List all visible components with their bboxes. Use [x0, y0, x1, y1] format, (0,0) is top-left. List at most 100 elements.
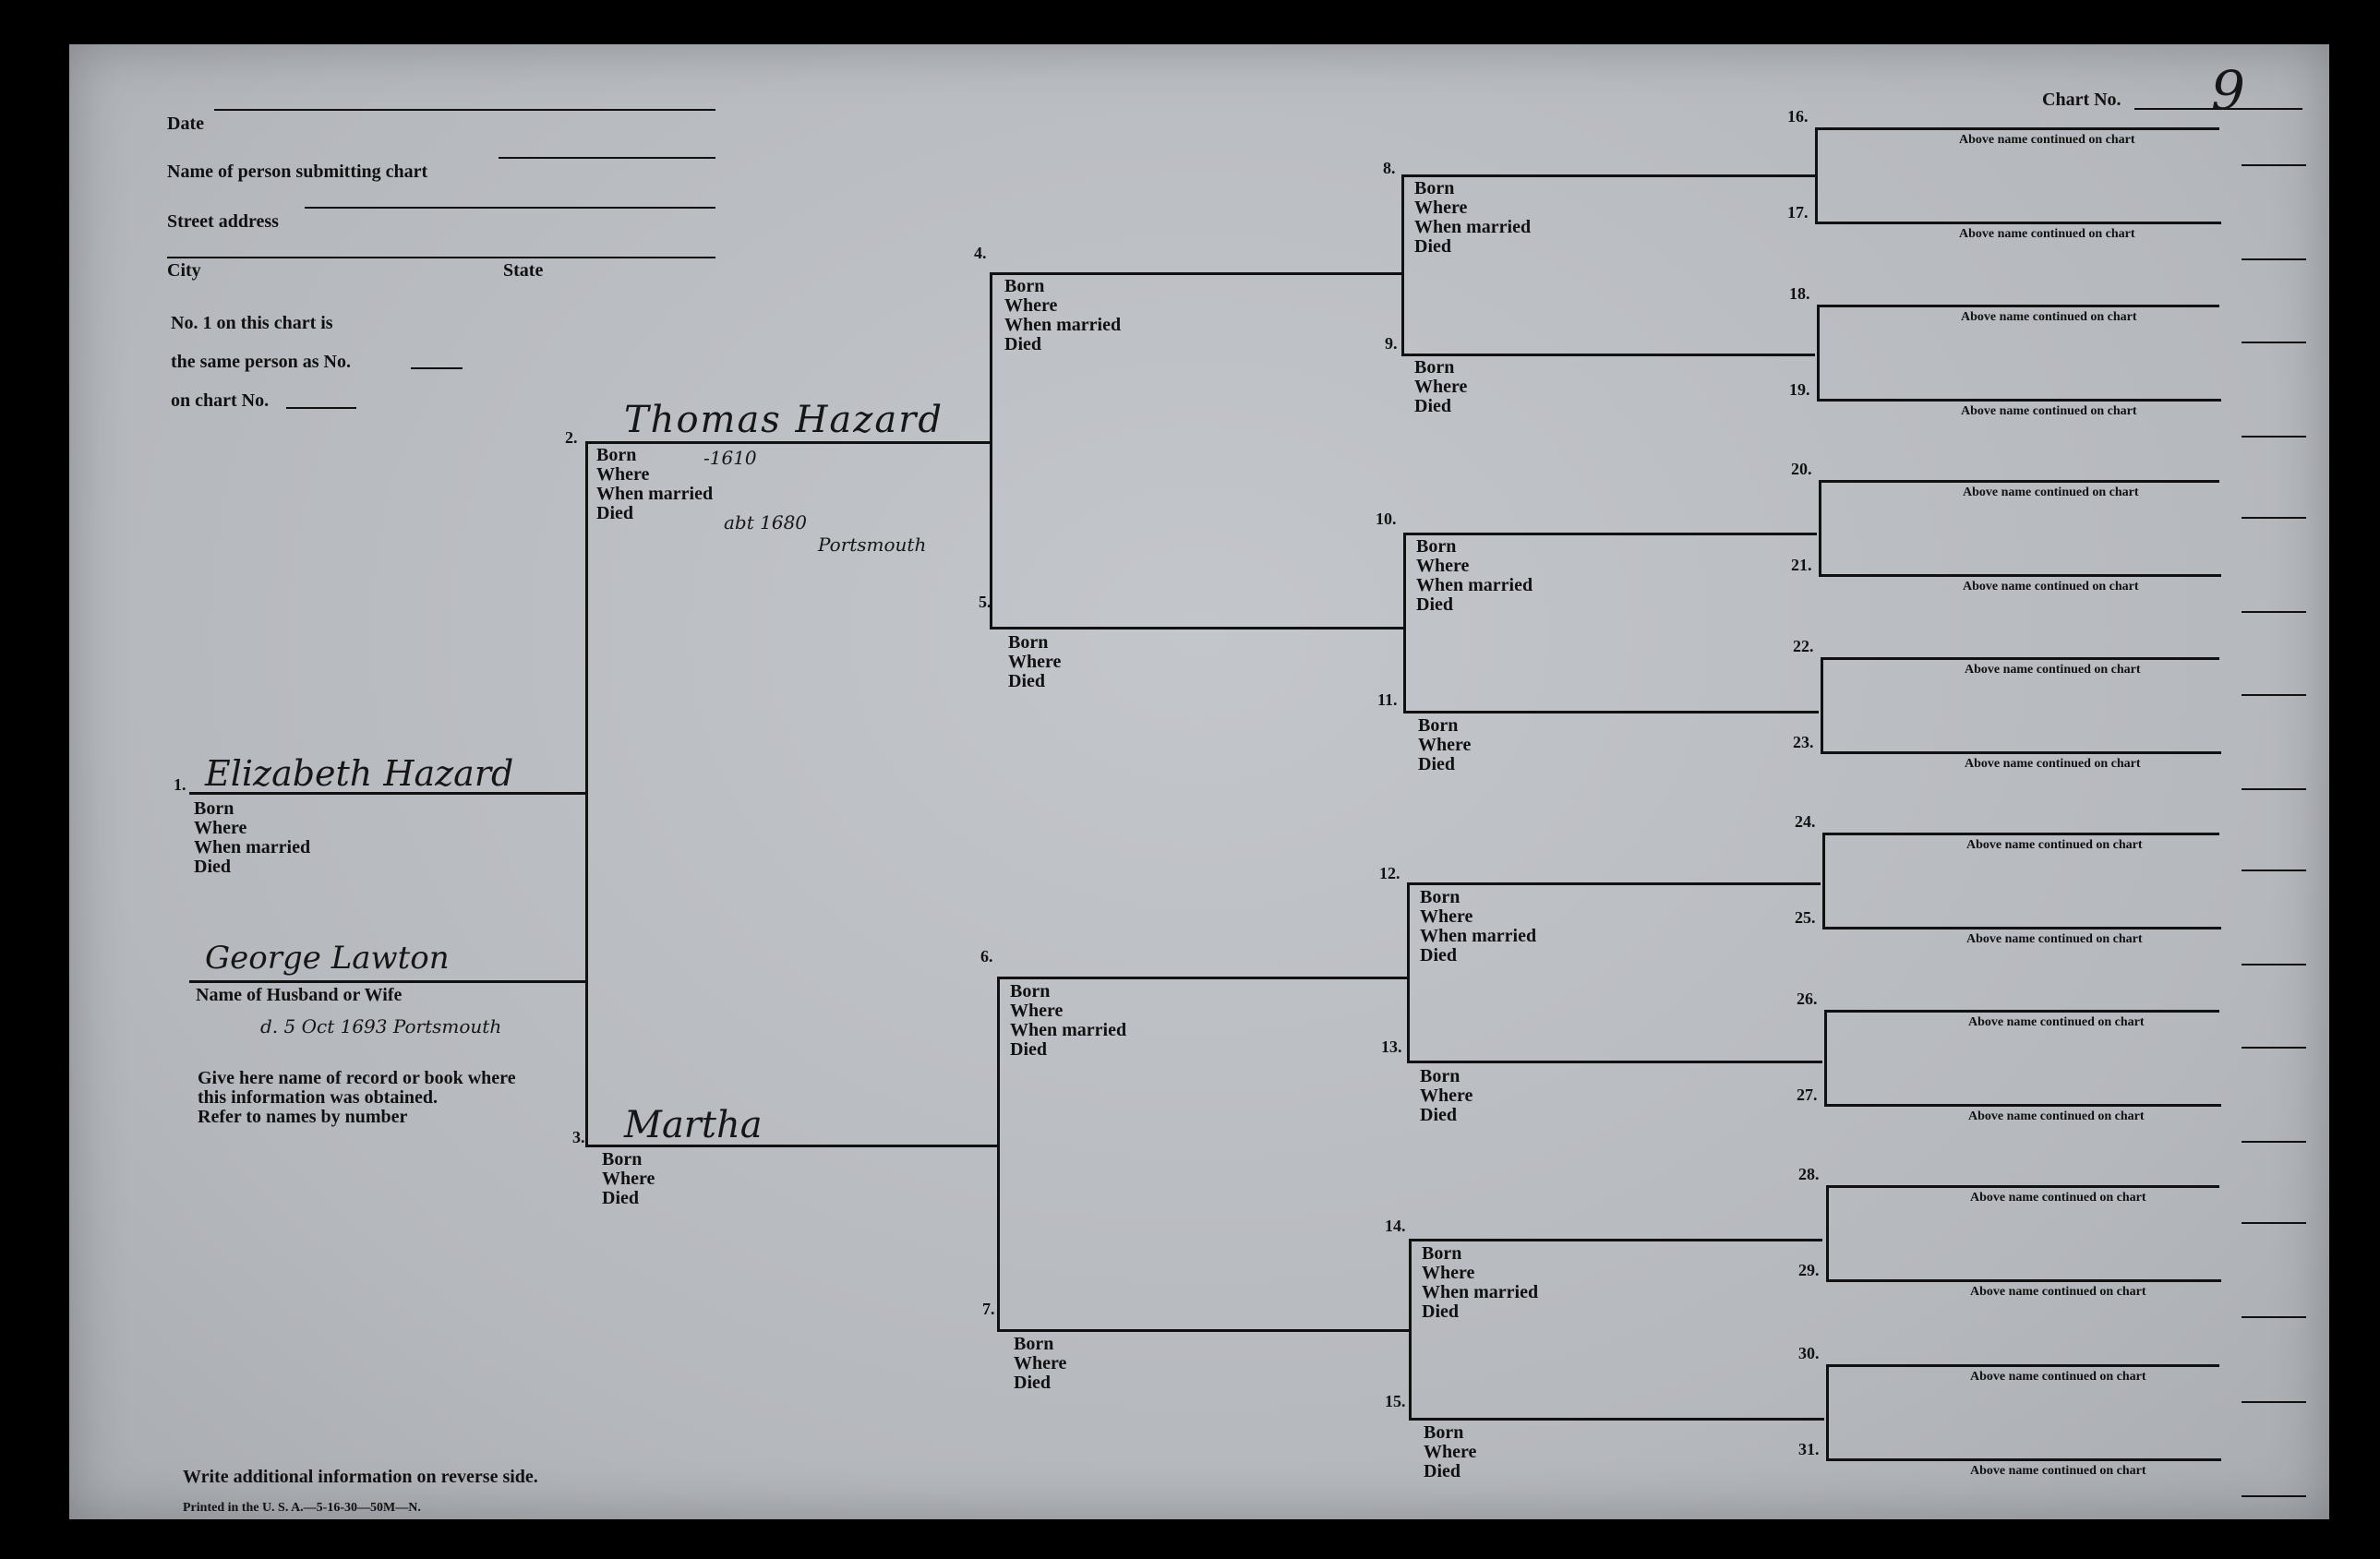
chart-no-field[interactable]: [2134, 108, 2302, 110]
continued-chart-field-28[interactable]: [2242, 1222, 2306, 1224]
date-field[interactable]: [214, 109, 715, 111]
person-10-line: [1403, 533, 1817, 535]
person-3-name: Martha: [624, 1104, 763, 1146]
person-26-line: [1824, 1010, 2219, 1013]
continued-label-30: Above name continued on chart: [1970, 1370, 2146, 1384]
connector-30-31: [1826, 1364, 1829, 1461]
person-17-line: [1815, 222, 2221, 224]
person-1-name: Elizabeth Hazard: [205, 753, 514, 794]
number-28: 28.: [1798, 1165, 1820, 1183]
number-4: 4.: [974, 244, 987, 262]
submitter-label: Name of person submitting chart: [167, 162, 428, 182]
number-2: 2.: [565, 428, 578, 447]
connector-20-21: [1819, 480, 1821, 577]
number-13: 13.: [1381, 1037, 1402, 1056]
continued-label-31: Above name continued on chart: [1970, 1464, 2146, 1478]
person-19-line: [1817, 399, 2221, 402]
continued-chart-field-21[interactable]: [2242, 611, 2306, 613]
continued-label-24: Above name continued on chart: [1966, 838, 2143, 852]
number-29: 29.: [1798, 1261, 1820, 1279]
number-18: 18.: [1789, 284, 1810, 303]
continued-label-29: Above name continued on chart: [1970, 1285, 2146, 1299]
spouse-name: George Lawton: [205, 940, 450, 977]
continued-chart-field-16[interactable]: [2242, 164, 2306, 166]
number-3: 3.: [572, 1128, 585, 1146]
person-30-line: [1826, 1364, 2219, 1367]
continued-chart-field-27[interactable]: [2242, 1141, 2306, 1143]
continued-chart-field-29[interactable]: [2242, 1316, 2306, 1318]
person-2-name: Thomas Hazard: [624, 399, 944, 441]
continued-chart-field-26[interactable]: [2242, 1047, 2306, 1049]
person-11-line: [1403, 711, 1819, 714]
street-field[interactable]: [305, 207, 715, 209]
spouse-line: [189, 980, 586, 983]
number-31: 31.: [1798, 1440, 1820, 1458]
person-25-line: [1822, 927, 2221, 929]
city-state-field[interactable]: [167, 257, 715, 258]
person-14-line: [1409, 1239, 1822, 1241]
number-7: 7.: [982, 1300, 995, 1318]
number-17: 17.: [1787, 203, 1809, 222]
chart-no-label: Chart No.: [2042, 90, 2122, 110]
person-2-died-place: Portsmouth: [818, 534, 927, 556]
continued-label-21: Above name continued on chart: [1963, 580, 2139, 594]
person-18-line: [1817, 305, 2219, 307]
number-8: 8.: [1383, 159, 1396, 177]
person-3-line: [585, 1145, 999, 1147]
connector-3: [997, 977, 1000, 1331]
continued-chart-field-24[interactable]: [2242, 869, 2306, 871]
person-23-line: [1821, 751, 2221, 754]
on-chart-field[interactable]: [286, 407, 356, 409]
continued-chart-field-20[interactable]: [2242, 517, 2306, 519]
submitter-field[interactable]: [499, 157, 715, 159]
person-24-line: [1822, 833, 2219, 835]
connector-1: [585, 441, 588, 1146]
state-label: State: [503, 260, 544, 281]
number-25: 25.: [1795, 908, 1816, 927]
same-person-line2: the same person as No.: [171, 352, 351, 372]
number-22: 22.: [1793, 637, 1814, 655]
person-2-died: abt 1680: [724, 511, 808, 534]
spouse-label: Name of Husband or Wife: [196, 985, 403, 1005]
number-23: 23.: [1793, 733, 1814, 751]
continued-chart-field-19[interactable]: [2242, 436, 2306, 438]
continued-chart-field-25[interactable]: [2242, 964, 2306, 965]
person-13-line: [1407, 1061, 1822, 1063]
continued-chart-field-30[interactable]: [2242, 1401, 2306, 1403]
continued-label-26: Above name continued on chart: [1968, 1015, 2145, 1029]
continued-chart-field-17[interactable]: [2242, 258, 2306, 260]
number-11: 11.: [1377, 690, 1398, 709]
continued-label-25: Above name continued on chart: [1966, 932, 2143, 946]
continued-chart-field-31[interactable]: [2242, 1495, 2306, 1497]
same-person-field[interactable]: [411, 367, 463, 369]
person-2-born: -1610: [703, 447, 757, 469]
number-19: 19.: [1789, 380, 1810, 399]
person-28-line: [1826, 1185, 2219, 1188]
connector-26-27: [1824, 1010, 1827, 1107]
continued-chart-field-22[interactable]: [2242, 694, 2306, 696]
printed-note: Printed in the U. S. A.—5-16-30—50M—N.: [183, 1501, 421, 1515]
connector-6: [1407, 882, 1410, 1063]
continued-chart-field-23[interactable]: [2242, 788, 2306, 790]
city-label: City: [167, 260, 201, 281]
chart-no-value: 9: [2211, 59, 2245, 122]
person-21-line: [1819, 574, 2221, 577]
person-8-line: [1401, 174, 1815, 177]
continued-chart-field-18[interactable]: [2242, 342, 2306, 343]
person-27-line: [1824, 1104, 2221, 1107]
continued-label-19: Above name continued on chart: [1961, 404, 2137, 418]
continued-label-27: Above name continued on chart: [1968, 1109, 2145, 1123]
connector-16-17: [1815, 127, 1818, 224]
